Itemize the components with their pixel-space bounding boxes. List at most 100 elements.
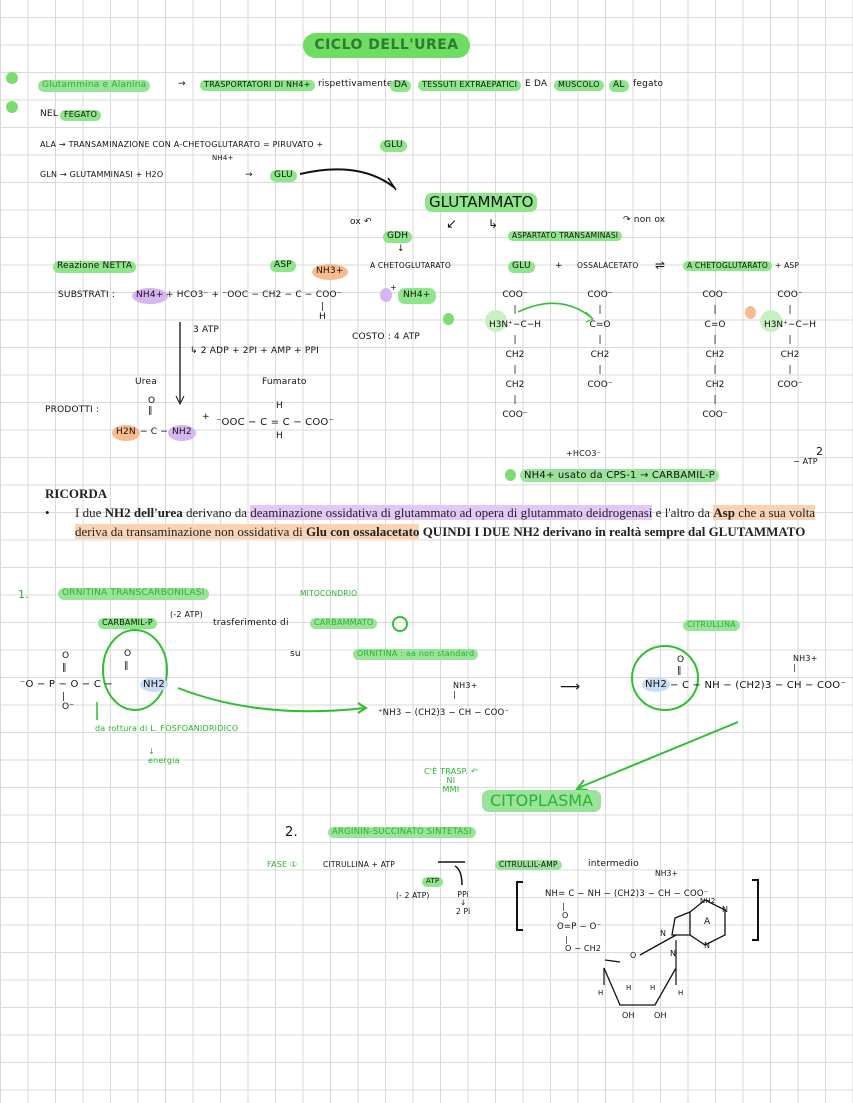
oh-label: OH xyxy=(622,1011,635,1020)
atp-label: 3 ATP xyxy=(193,325,219,335)
glu-structure: COO⁻ | H3N⁺−C−H | CH2 | CH2 | COO⁻ xyxy=(488,290,542,420)
urea-nh2: NH2 xyxy=(168,425,196,441)
note-bold: Asp xyxy=(713,505,735,520)
gln-reaction: Gln → GLUTAMMINASI + H2O xyxy=(40,170,164,179)
orn-chain: ⁺NH3 − (CH2)3 − CH − COO⁻ xyxy=(378,708,510,718)
fumarato-formula: ⁻OOC − C = C − COO⁻ xyxy=(216,417,334,428)
trasf-label: trasferimento di xyxy=(213,618,289,628)
akg-structure: COO⁻ | C=O | CH2 | CH2 | COO⁻ xyxy=(702,290,728,420)
cit-nh3: NH3+ | xyxy=(793,654,818,672)
urea-label: Urea xyxy=(135,377,157,387)
glu-label: Glu xyxy=(270,170,297,182)
cps-reaction: NH4+ usato da CPS-1 → CARBAMIL-P xyxy=(520,469,720,482)
fum-h: H xyxy=(276,401,283,411)
bullet-dot xyxy=(6,72,18,84)
non-ox-label: ↷ non ox xyxy=(623,215,666,225)
costo-label: COSTO : 4 ATP xyxy=(352,332,420,342)
cp-chain: ⁻O − P − O − C − xyxy=(20,679,113,690)
akg-label: α CHETOGLUTARATO xyxy=(370,261,451,270)
substrate-formula: + HCO3⁻ + ⁻OOC − CH2 − C − COO⁻ xyxy=(166,290,342,300)
intro-text: → xyxy=(178,79,186,89)
intro-text: e da xyxy=(525,79,548,89)
arrow: ↙ xyxy=(446,217,458,232)
h-label: H xyxy=(319,312,326,322)
note-text: e l'altro da xyxy=(652,505,714,520)
asp-label: Asp xyxy=(270,260,296,272)
amine-marker xyxy=(485,310,507,332)
note-bold: NH2 dell'urea xyxy=(104,505,183,520)
cp-double-bond: ‖ xyxy=(62,663,67,673)
atp-label: − ATP xyxy=(793,457,818,466)
bullet: • xyxy=(45,505,50,520)
plus-label: + xyxy=(555,261,563,271)
cit-o: O xyxy=(677,655,685,665)
atp-label: ATP xyxy=(422,877,444,887)
cp-double-bond: ‖ xyxy=(124,661,129,671)
hco3-label: +HCO3⁻ xyxy=(566,449,602,458)
intro-text: fegato xyxy=(633,79,664,89)
green-marker xyxy=(505,469,516,481)
intro-text: al xyxy=(609,80,629,92)
n-label: N xyxy=(670,949,677,958)
asp-label: + Asp xyxy=(775,261,800,270)
orn-nh3: NH3+ | xyxy=(453,681,478,699)
o-link: | O xyxy=(562,902,569,920)
trasporto-note: C'È TRASP. ↶ NI MMI xyxy=(424,767,478,794)
cit-nh2: NH2 xyxy=(642,677,670,692)
urea-double-bond: ‖ xyxy=(148,406,153,416)
asp-structure: COO⁻ | H3N⁺−C−H | CH2 | COO⁻ xyxy=(763,290,817,390)
glutammato-title: GLUTAMMATO xyxy=(425,193,538,212)
intro-text: da xyxy=(390,80,412,92)
note-text: I due xyxy=(75,505,105,520)
n-label: N xyxy=(722,905,729,914)
ribose-o: O xyxy=(630,951,637,960)
bullet-dot xyxy=(6,101,18,113)
bond: | xyxy=(321,302,325,312)
green-marker xyxy=(443,313,454,325)
cp-o: O xyxy=(124,649,132,659)
oh-label: OH xyxy=(654,1011,667,1020)
oaa-structure: COO⁻ | C=O | CH2 | COO⁻ xyxy=(587,290,613,390)
akg-label: α CHETOGLUTARATO xyxy=(683,261,772,272)
amine-marker xyxy=(760,310,782,332)
asp-transaminasi-label: ASPARTATO TRANSAMINASI xyxy=(508,231,623,242)
ppi-label: PPi ↓ 2 Pi xyxy=(456,890,471,916)
carbammato-label: CARBAMMATO xyxy=(310,618,378,629)
minus-atp-label: (- 2 ATP) xyxy=(396,891,430,900)
glu-label: Glu xyxy=(508,261,535,273)
cit-double-bond: ‖ xyxy=(677,666,682,676)
cp-ominus: | O⁻ xyxy=(62,692,75,712)
fum-h: H xyxy=(276,431,283,441)
step-number: 2. xyxy=(285,825,298,840)
ox-label: ox ↶ xyxy=(350,217,372,227)
byproducts-label: ↳ 2 ADP + 2Pi + AMP + PPi xyxy=(190,346,319,356)
note-bold: Glu con ossalacetato xyxy=(306,524,420,539)
step2-enzyme: ARGININ-SUCCINATO SINTETASI xyxy=(328,827,476,839)
plus-label: + xyxy=(202,412,210,422)
nh4-substrate: NH4+ xyxy=(398,288,436,304)
h-label: H xyxy=(626,984,632,992)
intro-text: muscolo xyxy=(554,80,604,91)
citrullina-label: CITRULLINA xyxy=(683,620,740,631)
n-label: N xyxy=(660,929,667,938)
fumarato-label: Fumarato xyxy=(262,377,307,387)
h-label: H xyxy=(598,989,604,997)
page-title: CICLO DELL'UREA xyxy=(303,33,470,58)
note-highlight-purple: deaminazione ossidativa di glutammato ad… xyxy=(250,505,653,520)
intro-text: FEGATO xyxy=(60,110,102,121)
cit-chain: − C − NH − (CH2)3 − CH − COO⁻ xyxy=(670,680,846,691)
reaction-arrow: ⟶ xyxy=(560,679,581,695)
ch2-link: | O − CH2 xyxy=(565,935,602,953)
su-label: su xyxy=(290,649,301,659)
urea-h2n: H2N xyxy=(112,425,140,441)
phosphate: O=P − O⁻ xyxy=(557,922,602,932)
arrow: → xyxy=(245,170,253,180)
intermediate-chain: NH= C − NH − (CH2)3 − CH − COO⁻ xyxy=(545,889,709,899)
ricorda-heading: RICORDA xyxy=(45,486,108,501)
gdh-label: GDH xyxy=(383,231,413,243)
intermedio-label: intermedio xyxy=(588,859,639,869)
equilibrium-arrow: ⇌ xyxy=(655,258,666,272)
rottura-label: da rottura di L. FOSFOANIDRIDICO xyxy=(95,724,239,733)
nh4-substrate: NH4+ xyxy=(132,288,168,304)
arrow: ↳ xyxy=(488,217,499,231)
